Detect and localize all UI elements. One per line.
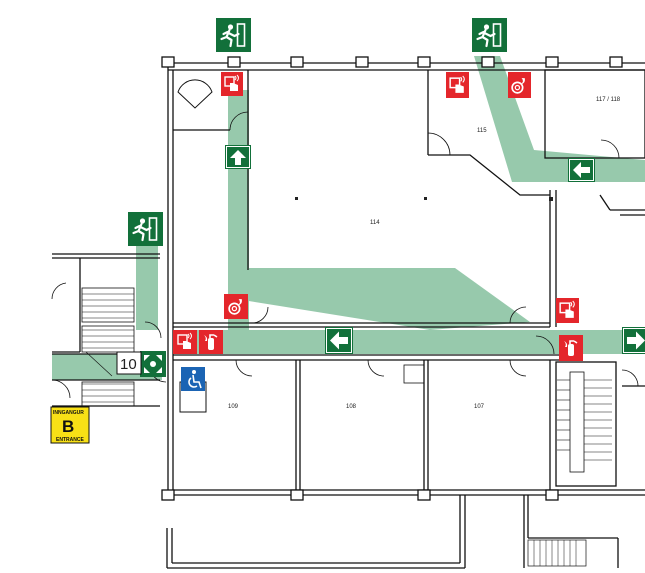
running-man-exit-icon bbox=[216, 18, 251, 52]
fire-hose-icon bbox=[508, 72, 531, 98]
fire-alarm-call-point-icon bbox=[221, 72, 243, 96]
fire-alarm-call-point-icon bbox=[173, 330, 197, 354]
room-label-107: 107 bbox=[474, 404, 485, 410]
entrance-sign: INNGANGUR B ENTRANCE bbox=[50, 406, 90, 444]
entrance-top-label: INNGANGUR bbox=[53, 410, 84, 416]
entrance-letter: B bbox=[62, 417, 74, 436]
floor-marker-label: 10 bbox=[120, 356, 137, 373]
arrow-left-icon bbox=[325, 327, 353, 354]
fire-equipment bbox=[173, 72, 583, 361]
floor-marker: 10 bbox=[116, 351, 142, 375]
room-label-114: 114 bbox=[370, 220, 380, 226]
exit-signs bbox=[128, 18, 507, 246]
room-labels: 114 115 117 / 118 109 108 107 bbox=[228, 97, 621, 410]
running-man-exit-icon bbox=[128, 212, 163, 246]
arrow-up-icon bbox=[225, 145, 251, 169]
column-marker bbox=[549, 197, 553, 201]
route-left-vertical bbox=[136, 244, 158, 330]
running-man-exit-icon bbox=[472, 18, 507, 52]
room-label-108: 108 bbox=[346, 404, 357, 410]
column-marker bbox=[424, 197, 427, 200]
column-marker bbox=[295, 197, 298, 200]
wheelchair-icon bbox=[181, 367, 205, 391]
arrow-left-icon bbox=[568, 158, 595, 182]
fire-extinguisher-icon bbox=[199, 330, 223, 354]
route-hall-band bbox=[230, 268, 530, 330]
direction-arrows bbox=[225, 145, 645, 354]
route-diagonal-115 bbox=[474, 56, 645, 182]
fire-extinguisher-icon bbox=[556, 298, 579, 323]
room-label-117-118: 117 / 118 bbox=[596, 97, 621, 103]
fire-alarm-call-point-icon bbox=[446, 72, 469, 98]
entrance-bottom-label: ENTRANCE bbox=[56, 437, 84, 443]
walls bbox=[51, 56, 645, 569]
room-label-115: 115 bbox=[477, 128, 487, 134]
assembly-point-icon bbox=[140, 351, 166, 377]
fire-extinguisher-icon bbox=[559, 335, 583, 361]
room-label-109: 109 bbox=[228, 404, 239, 410]
fire-hose-icon bbox=[224, 294, 248, 319]
arrow-right-icon bbox=[622, 327, 645, 354]
